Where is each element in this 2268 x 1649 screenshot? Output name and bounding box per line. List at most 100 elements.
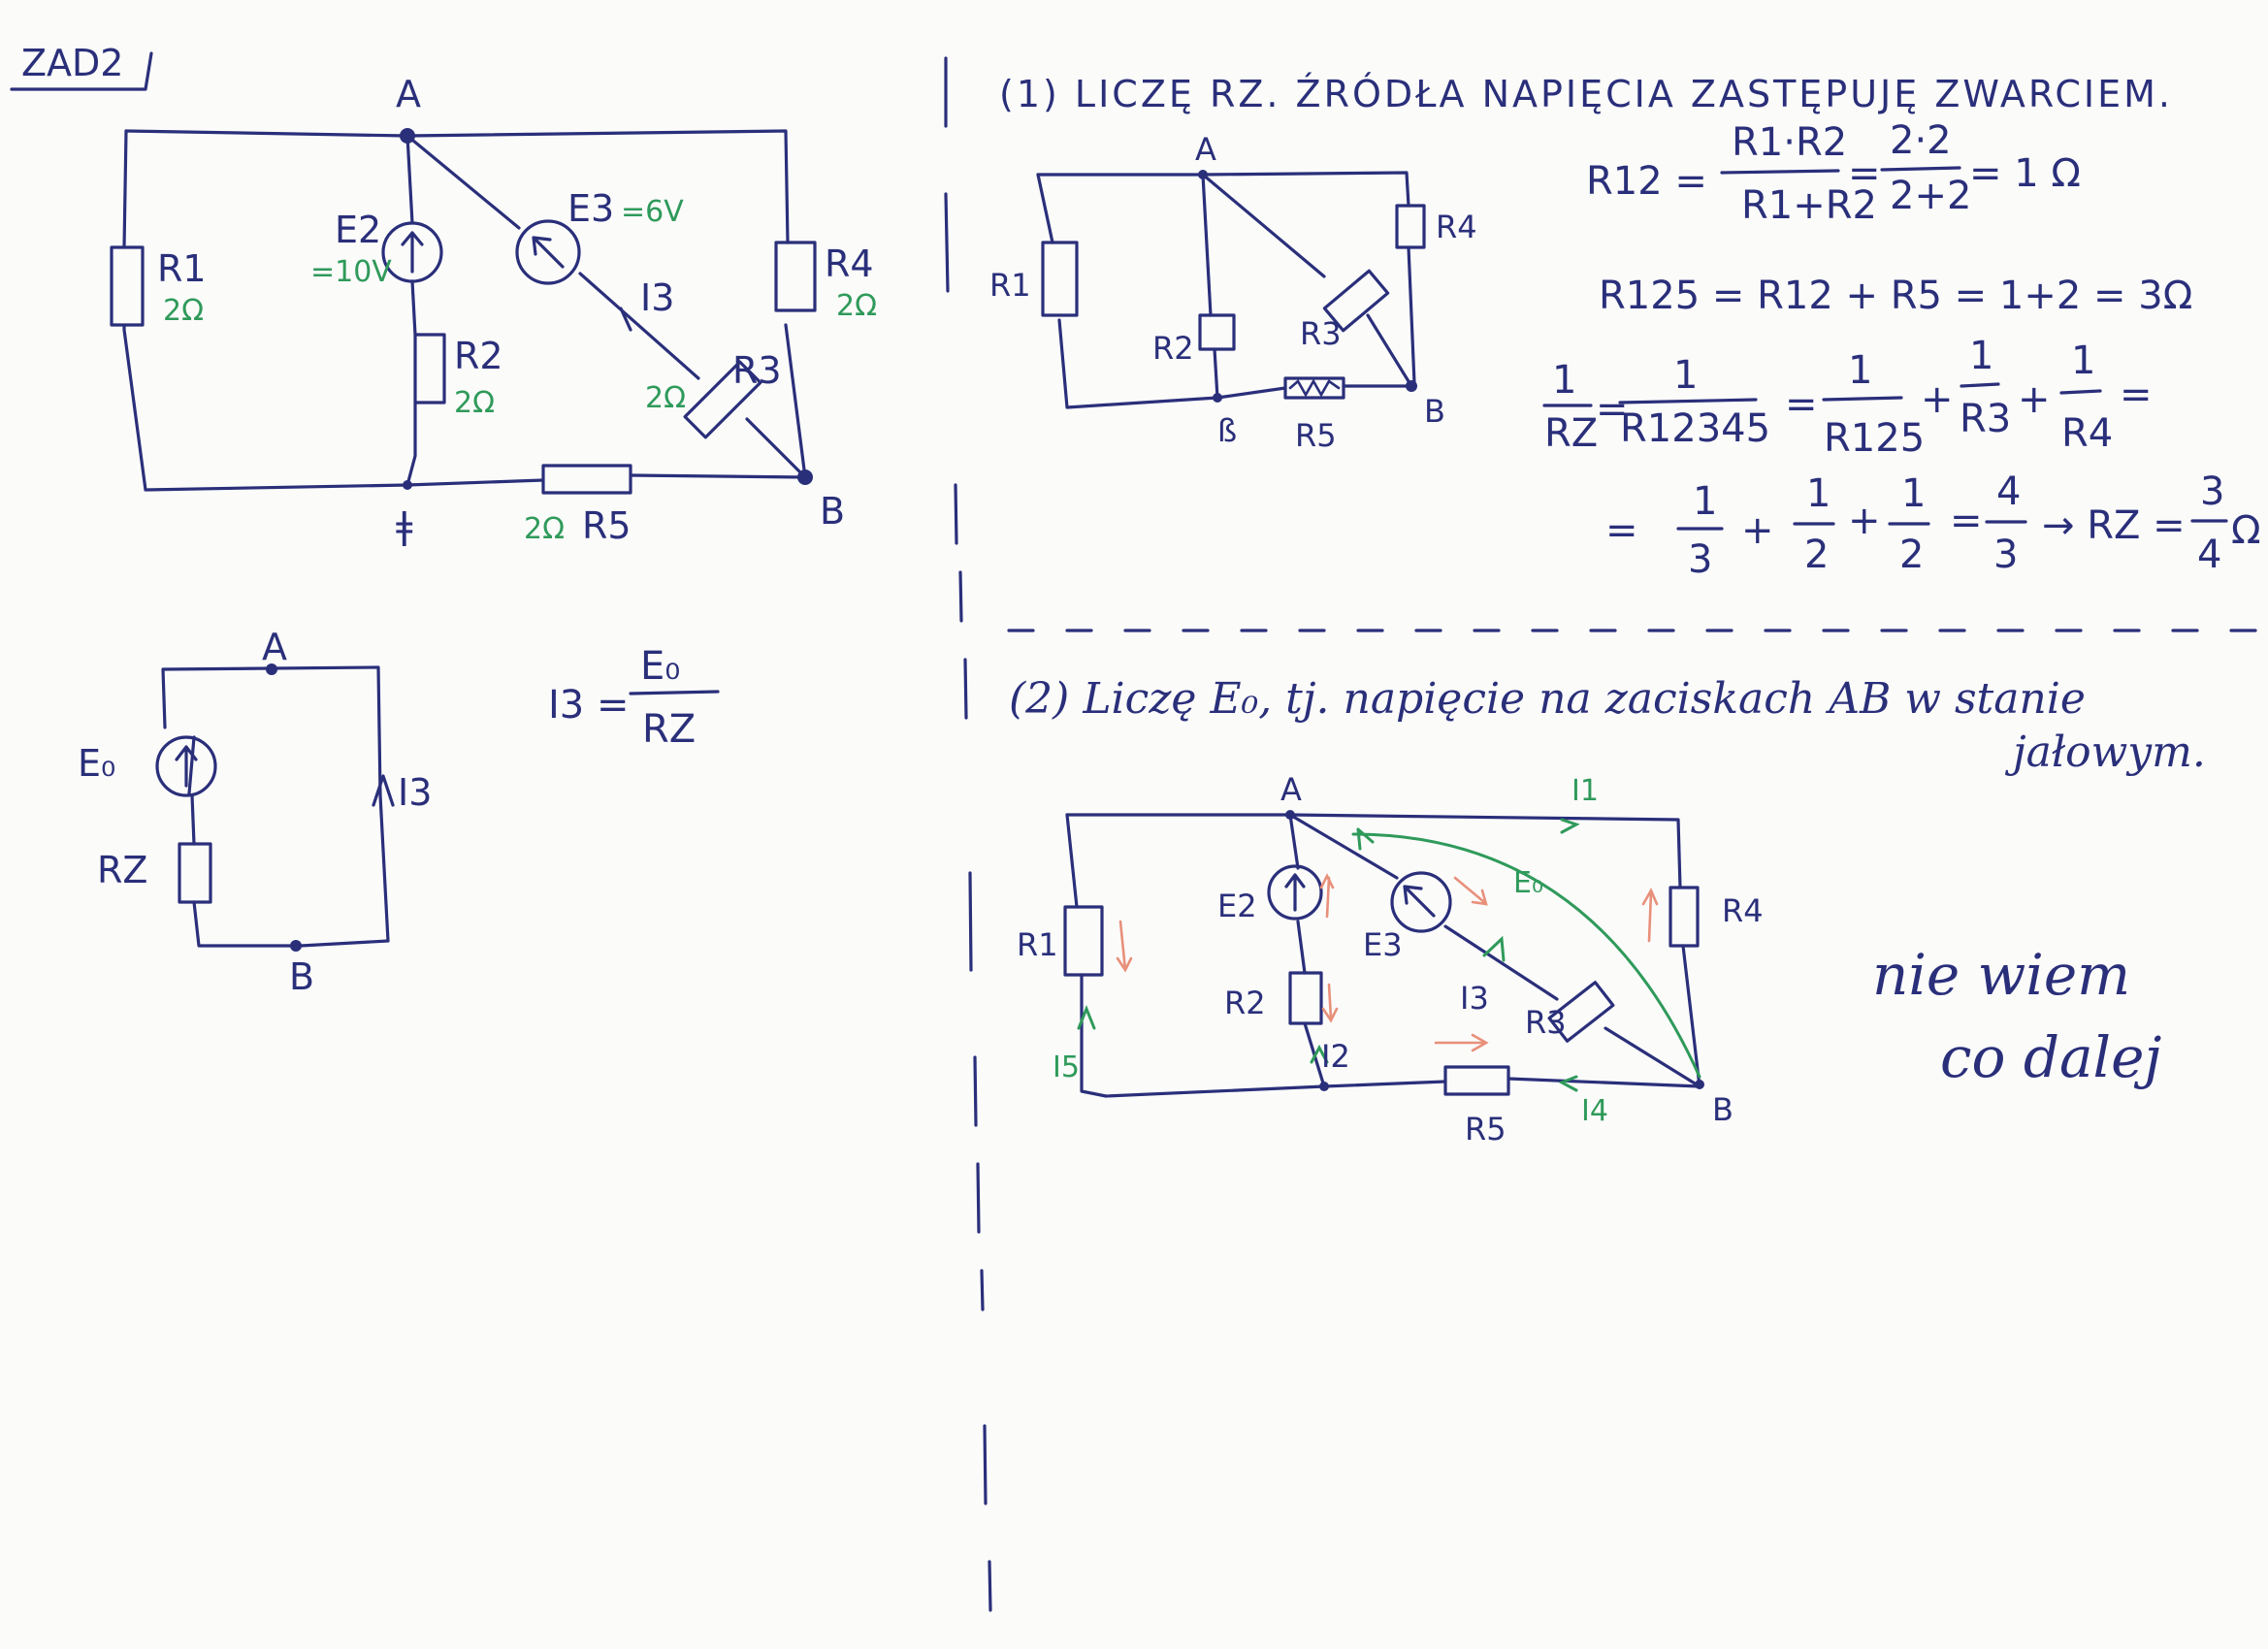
eq4-c-den: 2 (1899, 533, 1924, 577)
eq4-res-den: 4 (2197, 533, 2221, 577)
eq4-c-num: 1 (1901, 471, 1926, 516)
eq1-denominator2: 2+2 (1890, 174, 1971, 218)
step2-circuit: A B R1 R2 R3 R4 R5 E2 E3 E₀ I1 I2 I3 I4 … (1017, 771, 1764, 1148)
eq4-a-num: 1 (1693, 479, 1717, 524)
eq4-unit: Ω (2231, 508, 2261, 553)
step2-e2-source-icon (1267, 864, 1323, 921)
eq1-lhs: R12 = (1586, 159, 1707, 204)
eq3-b-den: R12345 (1620, 406, 1770, 451)
eq4-d-den: 3 (1993, 533, 2018, 577)
step1-heading: (1) LICZĘ RZ. ŹRÓDŁA NAPIĘCIA ZASTĘPUJĘ … (999, 73, 2173, 115)
step1-r1-resistor (1041, 241, 1079, 317)
main-e2-value: =10V (310, 255, 392, 289)
eq4-b-num: 1 (1806, 471, 1831, 516)
r2-resistor (413, 333, 446, 404)
step2-r5-label: R5 (1465, 1111, 1507, 1148)
step1-r2-label: R2 (1152, 330, 1194, 367)
main-node-bottom: ǂ (396, 504, 413, 547)
e3-source-icon (515, 219, 581, 285)
eq3-eq2: = (1785, 382, 1818, 427)
step2-e3-label: E3 (1363, 926, 1403, 963)
eq1-mid: = (1848, 151, 1881, 196)
main-r4-label: R4 (825, 242, 874, 285)
eq3-tail: = (2120, 372, 2153, 417)
step2-i3-label: I3 (1460, 980, 1489, 1017)
eq4-b-den: 2 (1804, 533, 1829, 577)
main-i3-label: I3 (640, 276, 674, 319)
step2-r2-label: R2 (1224, 985, 1266, 1021)
step1-r3-resistor (1322, 269, 1390, 333)
eq1-numerator: R1·R2 (1732, 120, 1847, 165)
step2-i2-label: I2 (1321, 1038, 1350, 1075)
step2-e0-label: E₀ (1513, 866, 1543, 900)
eq3-t3-num: 1 (2071, 339, 2095, 383)
step1-r4-resistor (1395, 204, 1426, 249)
r1-resistor (110, 245, 145, 327)
eq4-eq: = (1950, 499, 1983, 543)
node-b-dot (797, 469, 813, 485)
step2-e2-label: E2 (1217, 888, 1257, 924)
eq1-result: = 1 Ω (1969, 151, 2081, 196)
step2-e3-source-icon (1390, 871, 1452, 933)
eq3-lhs-num: 1 (1552, 358, 1576, 403)
step1-circuit: A B ß R1 R2 R3 R4 R5 (989, 131, 1477, 454)
step2-node-a-dot (1285, 810, 1295, 820)
r5-resistor (541, 464, 632, 495)
eq4-res-num: 3 (2200, 469, 2224, 514)
step2-i1-label: I1 (1571, 774, 1599, 808)
step2-r2-resistor (1288, 971, 1323, 1025)
main-r3-label: R3 (732, 349, 782, 392)
main-node-b: B (820, 490, 845, 533)
eq3-t1-den: R125 (1824, 416, 1925, 461)
main-r1-value: 2Ω (163, 294, 204, 328)
step2-node-a: A (1280, 771, 1302, 808)
task-label: ZAD2 (21, 42, 123, 84)
eq1-denominator: R1+R2 (1741, 183, 1877, 228)
formula-i3: I3 = E₀ RZ (548, 644, 720, 752)
eq3-t2-den: R3 (1960, 397, 2011, 441)
step1-node-bottom-dot (1213, 393, 1222, 403)
step2-e0-arc (1351, 832, 1701, 1079)
eq2: R125 = R12 + R5 = 1+2 = 3Ω (1599, 274, 2192, 318)
node-a-dot (400, 128, 415, 144)
step2-heading-line1: (2) Liczę E₀, tj. napięcie na zaciskach … (1009, 674, 2086, 724)
step2-r4-resistor (1669, 886, 1700, 948)
rz-resistor (178, 842, 212, 904)
thevenin-rz-label: RZ (97, 849, 147, 891)
step2-node-bottom-dot (1319, 1082, 1329, 1091)
main-e2-label: E2 (335, 209, 381, 251)
step2-node-b: B (1712, 1091, 1733, 1128)
formula-i3-denominator: RZ (642, 707, 696, 752)
eq3-plus1: + (1921, 377, 1954, 422)
main-r3-value: 2Ω (645, 381, 686, 415)
eq3-lhs-den: RZ (1544, 411, 1598, 456)
step1-node-b-dot (1406, 380, 1417, 392)
step2-r1-label: R1 (1017, 926, 1058, 963)
eq3-b-num: 1 (1673, 353, 1698, 398)
main-e3-value: =6V (621, 195, 684, 229)
step2-node-b-dot (1695, 1080, 1704, 1089)
step1-node-bottom: ß (1217, 412, 1237, 449)
eq3-plus2: + (2018, 377, 2051, 422)
step2-note-line2: co dalej (1940, 1024, 2161, 1090)
main-r1-label: R1 (157, 247, 207, 290)
eq3-eq: = (1596, 387, 1629, 432)
step2-heading-line2: jałowym. (2004, 728, 2206, 777)
main-e3-label: E3 (567, 187, 614, 230)
eq4-d-num: 4 (1996, 469, 2021, 514)
thevenin-i3-label: I3 (398, 771, 432, 814)
eq3-t2-num: 1 (1969, 334, 1993, 378)
formula-i3-numerator: E₀ (640, 644, 680, 689)
step1-equations: R12 = R1·R2 R1+R2 = 2·2 2+2 = 1 Ω R125 =… (1542, 118, 2261, 582)
eq4-plus2: + (1848, 499, 1881, 543)
eq3-t1-num: 1 (1848, 348, 1872, 393)
step1-r2-resistor (1198, 313, 1236, 351)
eq4-arrow: → RZ = (2042, 503, 2186, 548)
thevenin-node-a: A (262, 626, 287, 668)
page-separator-vertical (944, 56, 992, 1612)
thevenin-node-b-dot (290, 940, 302, 952)
eq1-numerator2: 2·2 (1890, 118, 1952, 163)
step1-r1-label: R1 (989, 267, 1031, 304)
thevenin-node-b: B (289, 955, 314, 998)
